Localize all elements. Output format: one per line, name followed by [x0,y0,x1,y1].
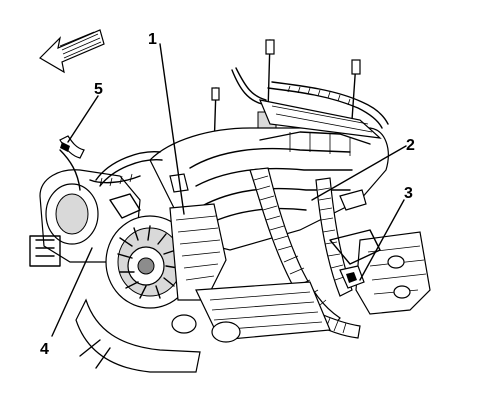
callout-2: 2 [406,137,415,154]
callout-1: 1 [148,31,157,48]
callout-4: 4 [40,341,49,358]
callout-3: 3 [404,185,413,202]
engine-block-lower [75,281,331,373]
leader-lines [51,43,407,337]
front-direction-arrow-icon [39,29,105,74]
generator [105,203,227,309]
leader-line-2 [311,145,407,201]
upper-wiring-harness [211,39,389,151]
leader-line-4 [51,247,93,337]
leader-line-3 [359,199,405,281]
callout-5: 5 [94,81,103,98]
leader-line-1 [159,43,185,215]
left-hoses [59,135,189,193]
leader-line-5 [67,95,99,143]
